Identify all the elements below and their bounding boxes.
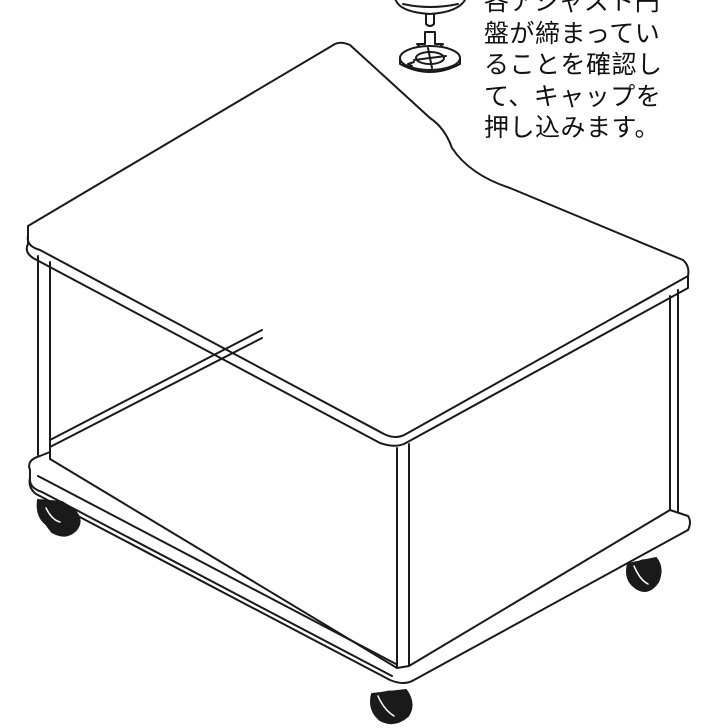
stem-icon — [425, 13, 435, 27]
caster-front-right — [626, 557, 662, 592]
bottom-shelf — [28, 451, 691, 684]
right-back-post — [669, 289, 679, 521]
adjuster-disc-icon — [399, 45, 461, 73]
cabinet-wagon — [25, 41, 691, 725]
caster-front-left — [36, 499, 81, 537]
front-post — [396, 443, 410, 671]
top-panel — [25, 41, 690, 447]
caster-front-center — [370, 689, 413, 725]
caption-line: 押し込みます。 — [484, 113, 661, 142]
caption-line: 盤が締まってい — [484, 18, 661, 48]
caption-line: て、キャップを — [484, 81, 662, 111]
adjuster-detail-inset — [394, 0, 467, 73]
caption-line: ることを確認し — [484, 50, 663, 79]
left-post — [37, 255, 51, 460]
caption-line: 各アジャスト円 — [484, 0, 661, 16]
instruction-caption: 各アジャスト円 盤が締まってい ることを確認し て、キャップを 押し込みます。 — [484, 0, 704, 144]
